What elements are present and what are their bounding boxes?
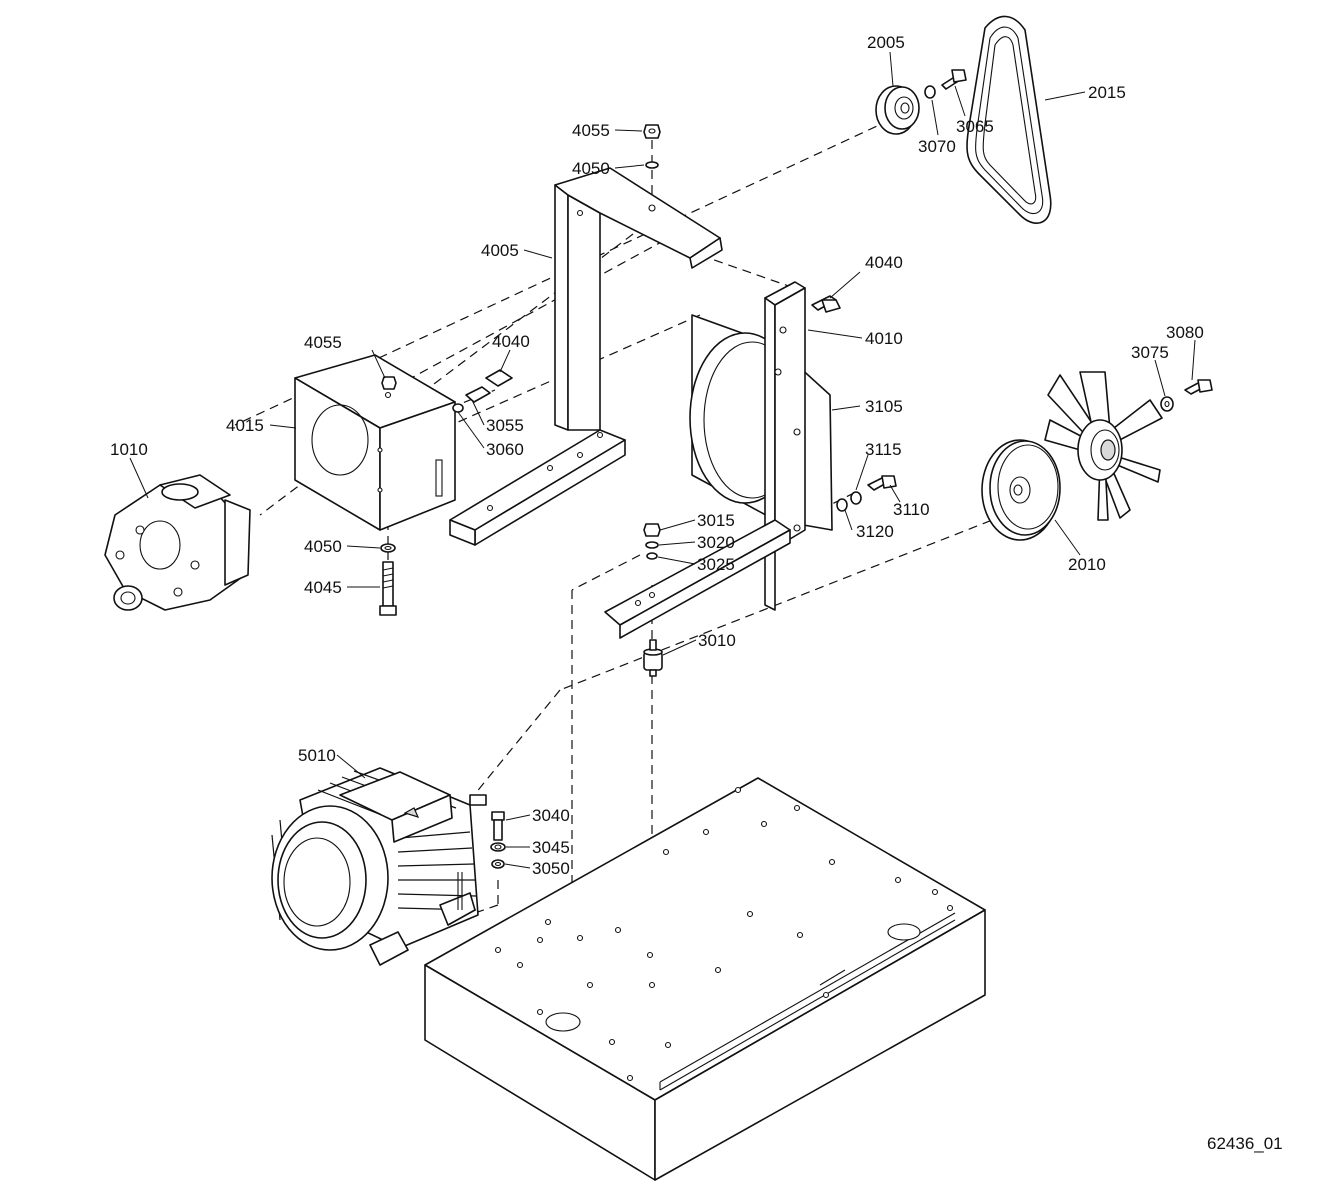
- washer-top: [645, 161, 659, 169]
- small-pulley: [875, 85, 920, 135]
- large-pulley: [981, 439, 1061, 541]
- callout-3055: 3055: [486, 416, 524, 435]
- callout-3040: 3040: [532, 806, 570, 825]
- pump-housing: [294, 354, 456, 531]
- fan-shroud: [689, 314, 833, 531]
- callout-3115: 3115: [865, 440, 902, 459]
- rubber-mount: [643, 639, 663, 677]
- callout-3010: 3010: [698, 631, 736, 650]
- callout-4050-bottom: 4050: [304, 537, 342, 556]
- callout-3020: 3020: [697, 533, 735, 552]
- callout-3060: 3060: [486, 440, 524, 459]
- callout-3015: 3015: [697, 511, 735, 530]
- v-belt: [966, 15, 1052, 224]
- long-bolt: [379, 561, 397, 616]
- callout-4010: 4010: [865, 329, 903, 348]
- bolt-bracket-right: [811, 295, 841, 313]
- callout-3105: 3105: [865, 397, 903, 416]
- pulley-bolt: [941, 69, 967, 90]
- callout-3050: 3050: [532, 859, 570, 878]
- washer-bottom: [380, 543, 396, 553]
- hex-nut-top: [643, 124, 661, 139]
- callout-leader-lines: [129, 51, 1196, 869]
- callout-4055-housing: 4055: [304, 333, 342, 352]
- callout-2005: 2005: [867, 33, 905, 52]
- shroud-bolt: [867, 475, 897, 491]
- rear-bracket: [449, 167, 723, 546]
- callout-3070: 3070: [918, 137, 956, 156]
- callout-5010: 5010: [298, 746, 336, 765]
- pulley-washer: [924, 85, 936, 99]
- motor-bolt: [491, 811, 505, 841]
- front-bracket: [604, 281, 806, 639]
- callout-2015: 2015: [1088, 83, 1126, 102]
- motor-lock-washer: [491, 859, 505, 869]
- callout-3110: 3110: [893, 500, 930, 519]
- callout-4040-housing: 4040: [492, 332, 530, 351]
- callout-labels: 2005 2015 3065 3070 4055 4050 4005 4040 …: [110, 33, 1204, 878]
- electric-motor: [271, 767, 487, 966]
- drawing-reference-number: 62436_01: [1207, 1134, 1283, 1153]
- hex-nut-housing: [381, 376, 397, 390]
- base-frame: [424, 777, 986, 1181]
- callout-3045: 3045: [532, 838, 570, 857]
- callout-3120: 3120: [856, 522, 894, 541]
- callout-3065: 3065: [956, 117, 994, 136]
- callout-4015: 4015: [226, 416, 264, 435]
- base-mounting-holes: [494, 786, 954, 1082]
- callout-1010: 1010: [110, 440, 148, 459]
- callout-2010: 2010: [1068, 555, 1106, 574]
- fan-bolt: [1184, 379, 1213, 395]
- callout-3080: 3080: [1166, 323, 1204, 342]
- callout-4055-top: 4055: [572, 121, 610, 140]
- callout-4050-top: 4050: [572, 159, 610, 178]
- mount-nut-stack: [643, 523, 661, 560]
- motor-washer: [490, 842, 506, 852]
- washer-housing: [452, 403, 464, 413]
- callout-3025: 3025: [697, 555, 735, 574]
- shroud-washers: [836, 491, 862, 512]
- callout-4045: 4045: [304, 578, 342, 597]
- fan-hub: [1077, 419, 1123, 481]
- callout-4040-right: 4040: [865, 253, 903, 272]
- callout-3075: 3075: [1131, 343, 1169, 362]
- compressor-pump: [104, 474, 251, 611]
- bolt-housing: [465, 369, 513, 403]
- fan-washer: [1160, 396, 1174, 412]
- callout-4005: 4005: [481, 241, 519, 260]
